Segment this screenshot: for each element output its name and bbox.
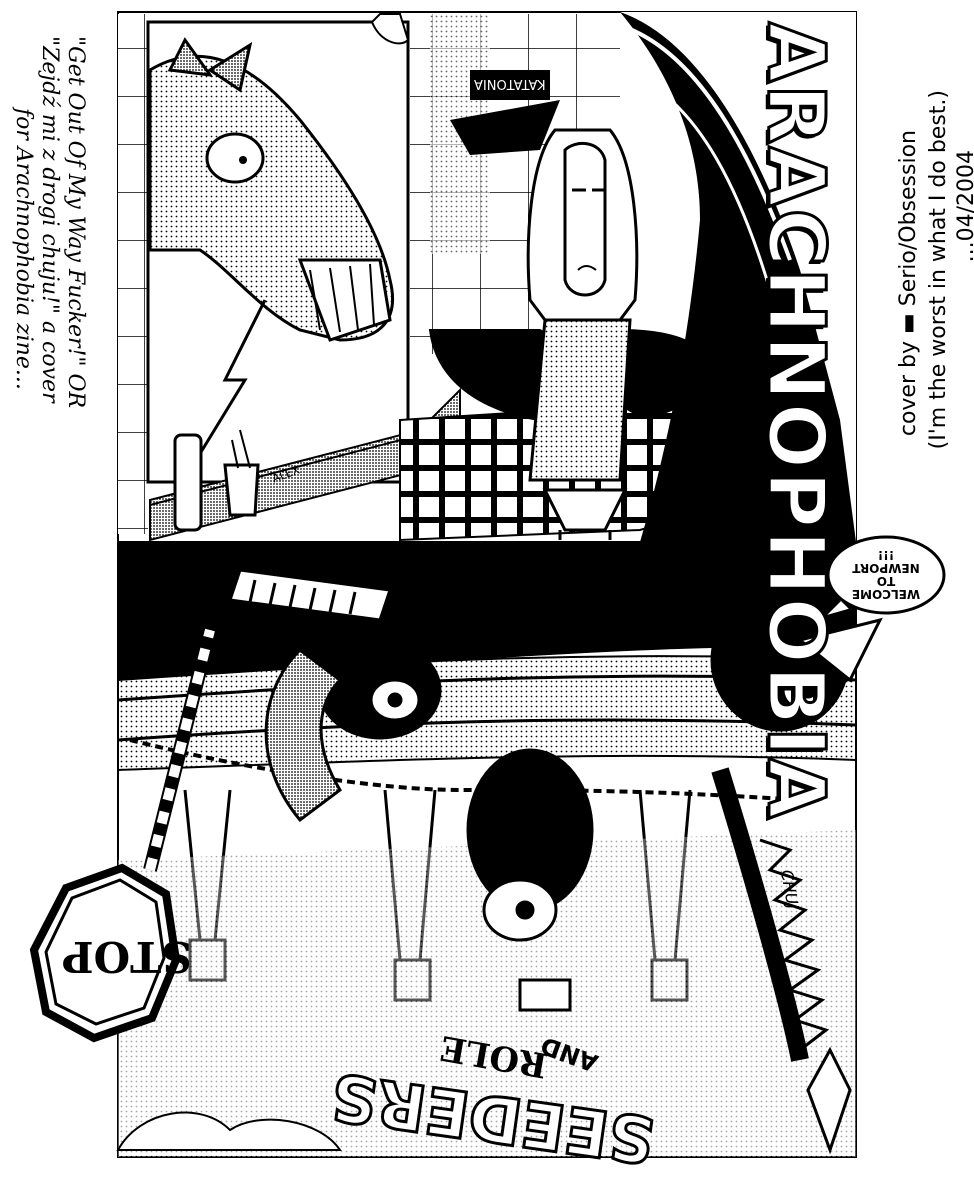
subway-ceiling <box>118 542 856 680</box>
quote-line-3: for Arachnophobia zine... <box>11 108 36 390</box>
chain <box>129 738 801 802</box>
speech-line-2: TO <box>876 574 896 588</box>
man-face <box>563 141 607 297</box>
speech-line-4: !!! <box>877 548 895 562</box>
credit-line-3: ...04/2004 <box>954 150 974 263</box>
creature-left <box>264 640 442 823</box>
zine-title: ARACHNOPHOBIA <box>749 21 842 823</box>
speech-line-1: WELCOME <box>851 587 921 601</box>
quote-line-2: "Zejdź mi z drogi chuju!" a cover <box>37 36 62 403</box>
crystal <box>806 1046 852 1155</box>
credit-line-1: cover by ▬ Serio/Obsession <box>896 130 921 437</box>
man-torso <box>528 318 632 482</box>
bottle <box>173 433 203 532</box>
mirror-crack <box>188 299 267 471</box>
creature-right <box>710 588 883 732</box>
horse-eye <box>205 132 265 184</box>
saw-teeth <box>759 838 830 1052</box>
horse-teeth <box>297 258 392 342</box>
credit-line-2: (I'm the worst in what I do best.) <box>926 90 951 450</box>
ceiling-light <box>370 13 410 45</box>
creature-middle <box>466 748 594 1012</box>
poster-text: KATATONIA <box>474 76 546 91</box>
quote-line-1: "Get Out Of My Way Fucker!" OR <box>63 36 88 409</box>
speech-text: WELCOME TO NEWPORT !!! <box>836 548 936 601</box>
cup <box>223 463 260 517</box>
poster <box>470 70 550 100</box>
underwear <box>542 488 628 532</box>
stop-sign-text: STOP <box>62 932 192 981</box>
speech-line-3: NEWPORT <box>852 561 920 575</box>
speech-bubble <box>826 535 946 615</box>
stop-sign <box>29 863 181 1043</box>
clouds <box>116 1111 342 1151</box>
